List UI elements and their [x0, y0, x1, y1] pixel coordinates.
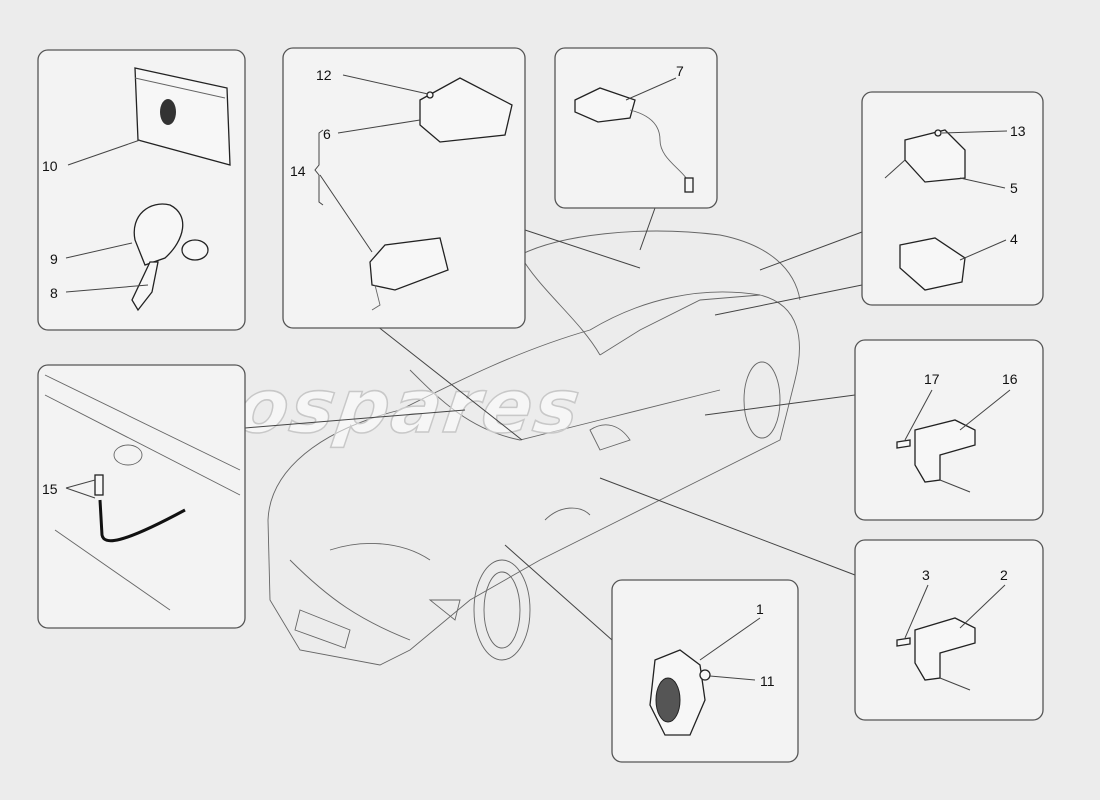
car-illustration	[267, 230, 801, 666]
callout-10: 10	[42, 158, 58, 174]
control-unit-icon	[419, 77, 513, 143]
callout-3: 3	[922, 567, 930, 583]
key-fob-icon	[133, 203, 184, 266]
callout-2: 2	[1000, 567, 1008, 583]
callout-17: 17	[924, 371, 940, 387]
callout-4: 4	[1010, 231, 1018, 247]
panel-siren: 1 11	[611, 579, 799, 763]
siren-module-icon	[369, 237, 449, 291]
panel-antenna: 7	[554, 47, 718, 209]
drain-hose-icon	[98, 499, 186, 543]
callout-12: 12	[316, 67, 332, 83]
manual-pouch-icon	[134, 67, 231, 166]
key-blade-icon	[131, 261, 159, 312]
screw-icon	[426, 91, 434, 99]
leader-lines	[244, 207, 863, 641]
panel-bracket-lower: 3 2	[854, 539, 1044, 721]
bracket-icon-16	[914, 419, 976, 483]
callout-6: 6	[323, 126, 331, 142]
callout-13: 13	[1010, 123, 1026, 139]
connector-icon	[684, 177, 694, 193]
drain-plug-icon	[94, 474, 104, 496]
screw-icon-3	[896, 637, 911, 647]
callout-16: 16	[1002, 371, 1018, 387]
sensor-module-icon	[899, 237, 966, 291]
screw-icon-11	[699, 669, 711, 681]
callout-15: 15	[42, 481, 58, 497]
callout-14: 14	[290, 163, 306, 179]
screw-icon-13	[934, 129, 942, 137]
callout-8: 8	[50, 285, 58, 301]
callout-5: 5	[1010, 180, 1018, 196]
callout-9: 9	[50, 251, 58, 267]
panel-control-unit: 12 6 14	[282, 47, 526, 329]
callout-1: 1	[756, 601, 764, 617]
callout-7: 7	[676, 63, 684, 79]
panel-drain: 15	[37, 364, 246, 629]
antenna-module-icon	[574, 87, 636, 123]
bracket-icon-2	[914, 617, 976, 681]
screw-icon-17	[896, 439, 911, 449]
panel-bracket-upper: 17 16	[854, 339, 1044, 521]
battery-icon	[181, 239, 209, 261]
panel-sensors: 13 5 4	[861, 91, 1044, 306]
panel-key-and-manual: 10 9 8	[37, 49, 246, 331]
callout-11: 11	[760, 673, 775, 689]
